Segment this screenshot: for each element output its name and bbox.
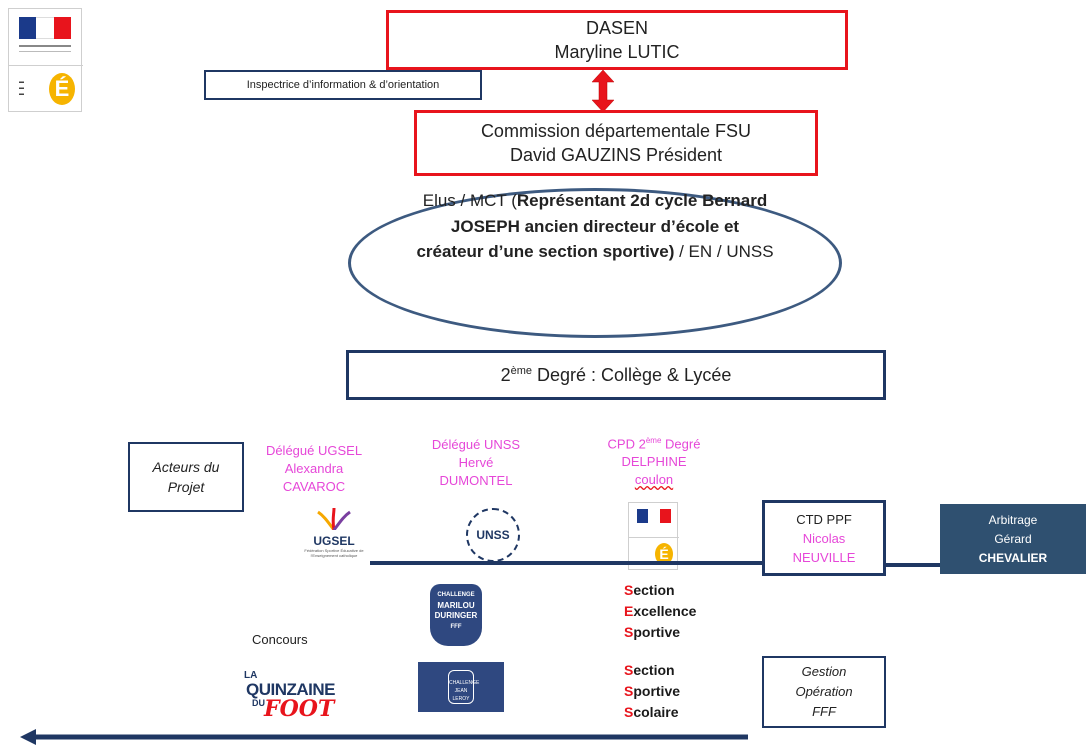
acteurs-line1: Acteurs du: [152, 459, 220, 475]
ctd-box: CTD PPF Nicolas NEUVILLE: [762, 500, 886, 576]
challenge-jean-leroy-badge: CHALLENGE JEAN LEROY: [418, 662, 504, 712]
elus-ellipse: [348, 188, 842, 338]
elus-part1: Elus / MCT (: [422, 191, 517, 210]
double-arrow-icon: [591, 70, 615, 112]
elus-text: Elus / MCT (Représentant 2d cycle Bernar…: [416, 188, 774, 265]
connector-line: [370, 561, 762, 565]
education-e-icon: É: [49, 73, 75, 105]
arbitrage-box: Arbitrage Gérard CHEVALIER: [940, 504, 1086, 574]
inspectrice-label: Inspectrice d’information & d’orientatio…: [246, 79, 440, 91]
commission-line2: David GAUZINS Président: [509, 145, 723, 165]
dasen-name: Maryline LUTIC: [554, 42, 680, 62]
degre-label: 2ème Degré : Collège & Lycée: [500, 364, 732, 385]
section-sportive-scolaire: Section Sportive Scolaire: [624, 662, 681, 720]
cpd-rf-logo: É: [628, 502, 679, 570]
dasen-title: DASEN: [585, 18, 648, 38]
flag-icon: [19, 17, 71, 39]
dasen-box: DASEN Maryline LUTIC: [386, 10, 848, 70]
commission-box: Commission départementale FSU David GAUZ…: [414, 110, 818, 176]
unss-delegate: Délégué UNSS Hervé DUMONTEL: [431, 437, 521, 488]
acteurs-line2: Projet: [167, 479, 205, 495]
ugsel-flame-icon: [317, 507, 351, 531]
elus-part2: / EN / UNSS: [674, 242, 774, 261]
concours-label: Concours: [252, 632, 308, 647]
inspectrice-box: Inspectrice d’information & d’orientatio…: [204, 70, 482, 100]
bottom-left-arrow-icon: [20, 729, 748, 745]
connector-line-right: [886, 563, 942, 567]
ministere-text-icon: ▬▬▬: [19, 79, 24, 97]
unss-logo: UNSS: [466, 508, 520, 562]
section-excellence-sportive: Section Excellence Sportive: [624, 582, 697, 640]
cpd-delegate: CPD 2ème Degré DELPHINE coulon: [607, 436, 701, 488]
elus-bold: Représentant 2d cycle Bernard JOSEPH anc…: [416, 191, 768, 261]
ugsel-delegate: Délégué UGSEL Alexandra CAVAROC: [265, 443, 363, 494]
degre-box: 2ème Degré : Collège & Lycée: [346, 350, 886, 400]
challenge-marilou-badge: CHALLENGE MARILOU DURINGER FFF: [430, 584, 482, 646]
education-e-icon: É: [655, 543, 673, 565]
commission-line1: Commission départementale FSU: [480, 121, 752, 141]
gestion-box: Gestion Opération FFF: [762, 656, 886, 728]
acteurs-box: Acteurs du Projet: [128, 442, 244, 512]
republique-francaise-logo: ▬▬▬ É: [8, 8, 83, 112]
ugsel-logo: UGSEL Fédération Sportive Éducative de l…: [302, 507, 366, 564]
quinzaine-du-foot-logo: LA QUINZAINE DU FOOT: [244, 670, 336, 722]
